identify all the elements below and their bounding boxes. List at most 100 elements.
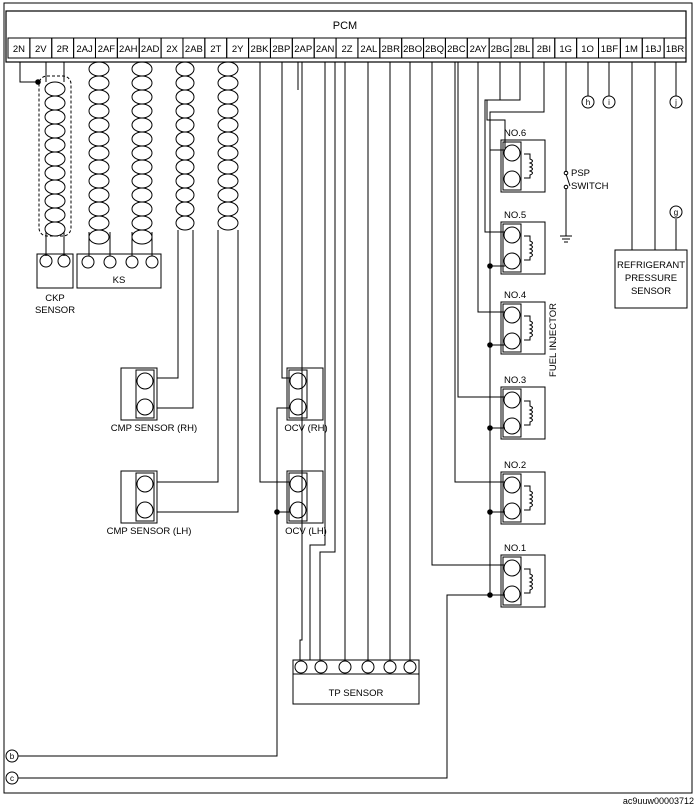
pcm-pin: 2AN (313, 37, 337, 59)
pcm-pin: 2AD (138, 37, 162, 59)
wire-cmp-rh-a (157, 230, 179, 379)
pcm-pin-label: 2N (13, 44, 25, 55)
wire-2n (19, 62, 38, 83)
fuel-injector-label: FUEL INJECTOR (548, 303, 559, 377)
pcm-pin-label: 2AH (119, 44, 138, 55)
fuel-injector-no4: NO.4 (500, 290, 546, 355)
pcm-pin-label: 2BK (251, 44, 270, 55)
pcm-pin: 1BJ (641, 37, 665, 59)
wire-cmp-rh-b (157, 230, 194, 409)
pcm-pin-label: 1M (625, 44, 638, 55)
fuel-injector-no6: NO.6 (500, 128, 546, 193)
pcm-pin: 2BC (444, 37, 468, 59)
cmp-sensor-lh: CMP SENSOR (LH) (107, 470, 191, 537)
pcm-pin-label: 2BL (514, 44, 531, 55)
pcm-pin-label: 2AP (294, 44, 312, 55)
injector-label: NO.4 (504, 290, 526, 301)
wire-2bp (281, 62, 290, 379)
pcm-pin: 2X (160, 37, 184, 59)
wire-no4 (477, 62, 505, 313)
pcm-pin-label: 2T (210, 44, 221, 55)
pcm-pin: 2BG (488, 37, 512, 59)
pcm-pin-label: 2BO (403, 44, 422, 55)
cmp-sensor-rh: CMP SENSOR (RH) (111, 367, 197, 434)
pcm-pin-label: 2Z (341, 44, 352, 55)
injector-label: NO.2 (504, 460, 526, 471)
wire-tp-1 (319, 62, 336, 660)
psp-switch: PSP SWITCH (563, 168, 609, 192)
refrigerant-label-1: REFRIGERANT (617, 260, 685, 271)
ckp-sensor: CKP SENSOR (35, 253, 75, 316)
pcm-pin: 1M (619, 37, 643, 59)
connector-h: h (581, 95, 595, 109)
pcm-pin: 1BR (663, 37, 687, 59)
pcm-pin: 2BQ (423, 37, 446, 59)
pcm-title: PCM (333, 20, 357, 32)
cmp-rh-label: CMP SENSOR (RH) (111, 423, 197, 434)
pcm-pin: 2BL (510, 37, 534, 59)
ckp-label-1: CKP (45, 293, 65, 304)
wire-no1 (431, 62, 505, 566)
tp-sensor: TP SENSOR (292, 659, 420, 705)
pcm-pin: 2T (204, 37, 228, 59)
pcm-pin-label: 2AL (360, 44, 377, 55)
psp-label-1: PSP (571, 168, 590, 179)
ckp-shield (38, 75, 72, 237)
wire-cmp-lh-b (157, 230, 239, 513)
wire-no2 (454, 62, 505, 483)
svg-text:i: i (608, 98, 610, 107)
ocv-rh: OCV (RH) (284, 367, 328, 434)
svg-text:h: h (586, 98, 590, 107)
pcm-pin: 2AL (357, 37, 381, 59)
wire-no5 (484, 62, 505, 233)
injector-label: NO.1 (504, 543, 526, 554)
pcm-pin: 2AP (291, 37, 315, 59)
ckp-label-2: SENSOR (35, 305, 75, 316)
fuel-injectors: NO.6NO.5NO.4NO.3NO.2NO.1 (500, 128, 546, 608)
injector-label: NO.3 (504, 375, 526, 386)
pcm-pin-label: 2AY (470, 44, 488, 55)
pcm-pin-label: 2BC (447, 44, 466, 55)
connector-c: c (5, 771, 19, 785)
fuel-injector-no3: NO.3 (500, 375, 546, 440)
ocv-lh: OCV (LH) (285, 470, 327, 537)
pcm-pin-label: 2R (57, 44, 69, 55)
ks-label: KS (113, 275, 126, 286)
injector-label: NO.5 (504, 210, 526, 221)
junction-dots (35, 79, 493, 598)
pcm-pin: 2BR (379, 37, 403, 59)
pcm-pin: 2AF (94, 37, 118, 59)
pcm-pin: 2N (7, 37, 31, 59)
pcm-pin: 2AJ (73, 37, 96, 59)
wire-2bk (259, 62, 290, 483)
connector-i: i (602, 95, 616, 109)
twisted-pair (131, 61, 153, 245)
twisted-pair (175, 61, 195, 231)
pcm-pin: 2V (29, 37, 53, 59)
ocv-lh-label: OCV (LH) (285, 526, 327, 537)
pcm-pin-label: 2AF (98, 44, 116, 55)
pcm-pin: 2AH (116, 37, 140, 59)
pcm-pin: 2BI (532, 37, 556, 59)
pcm-pin-label: 2BI (537, 44, 551, 55)
twisted-pair (217, 61, 239, 231)
pcm-pin-label: 2BQ (425, 44, 444, 55)
diagram-code: ac9uuw00003712 (623, 796, 694, 806)
wire-no6 (486, 62, 521, 150)
pcm-pin: 1BF (598, 37, 621, 59)
pcm-pin-label: 1BF (601, 44, 619, 55)
fuel-injector-no2: NO.2 (500, 460, 546, 525)
pcm-pin-label: 2BP (272, 44, 290, 55)
wire-tp-2 (309, 62, 326, 660)
psp-label-2: SWITCH (571, 181, 609, 192)
wire-inj-common (489, 62, 545, 266)
twisted-pair (44, 81, 66, 237)
injector-label: NO.6 (504, 128, 526, 139)
pcm-pin-label: 1BR (666, 44, 685, 55)
pcm-pin: 1O (576, 37, 600, 59)
pcm-pin-label: 1O (581, 44, 594, 55)
twisted-pair-wires (44, 61, 239, 256)
